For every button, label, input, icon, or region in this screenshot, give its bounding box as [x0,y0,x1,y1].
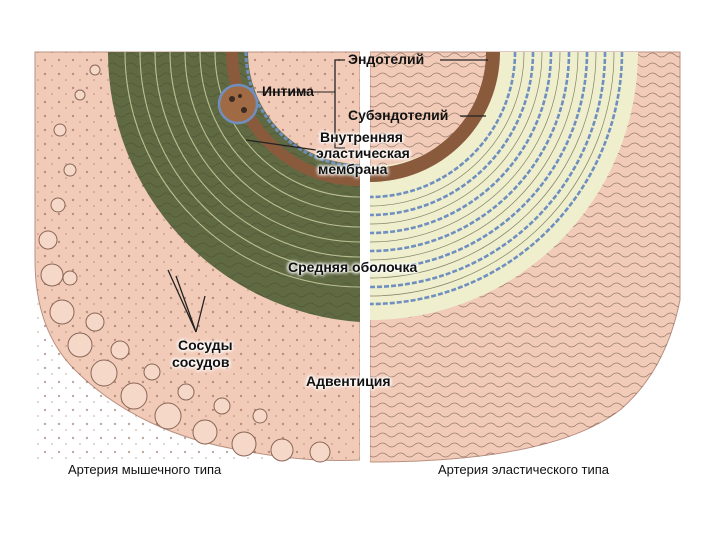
label-iem-line-2: эластическая [316,145,410,161]
section-gap [360,52,370,472]
caption-elastic-artery: Артерия эластического типа [438,462,610,477]
intima-inset [217,83,259,125]
adventitia-cells-left [38,64,331,463]
label-vasa-line-1: Сосуды [178,337,233,353]
internal-elastic-membrane-left [244,51,360,168]
leader-lines [167,59,488,333]
label-subendothelium: Субэндотелий [348,107,449,123]
elastic-lamellae [370,51,624,306]
label-adventitia: Адвентиция [306,373,391,389]
label-intima: Интима [262,83,314,99]
intima-left [226,52,360,186]
label-iem-line-1: Внутренняя [320,129,403,145]
caption-muscular-artery: Артерия мышечного типа [68,462,222,477]
label-vasa-line-2: сосудов [172,354,230,370]
muscular-artery-section [34,51,360,463]
label-iem-line-3: мембрана [318,161,388,177]
label-media: Средняя оболочка [288,259,418,275]
intima-right [370,52,500,182]
label-endothelium: Эндотелий [348,51,425,67]
elastic-artery-section [370,51,681,463]
media-elastic [370,52,638,320]
